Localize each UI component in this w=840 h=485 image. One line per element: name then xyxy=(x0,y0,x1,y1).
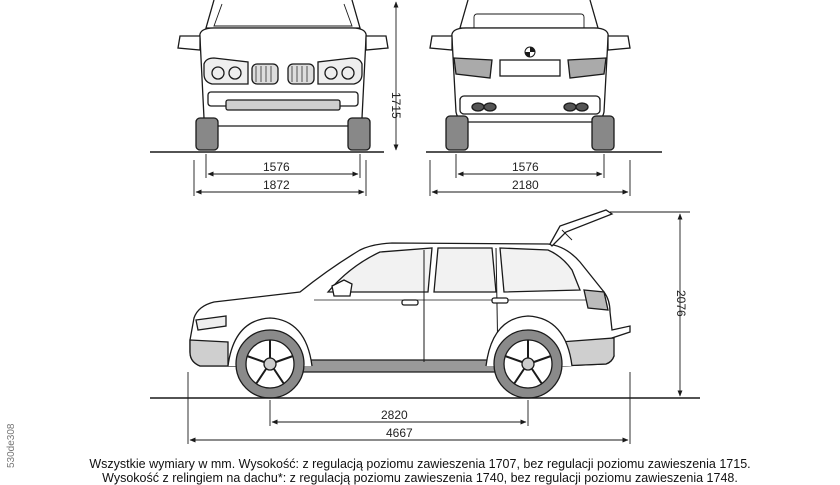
caption-line-2: Wysokość z relingiem na dachu*: z regula… xyxy=(102,471,738,485)
rear-dimension-lines xyxy=(429,154,631,196)
tailgate-height-label: 2076 xyxy=(674,290,688,317)
front-dimension-lines xyxy=(193,1,399,196)
rear-view xyxy=(429,0,631,151)
side-dimension-lines xyxy=(187,211,690,444)
bmw-logo-icon xyxy=(524,46,536,58)
front-wheel-icon xyxy=(235,329,305,399)
rear-track-label: 1576 xyxy=(512,160,539,174)
length-label: 4667 xyxy=(386,426,413,440)
front-width-label: 1872 xyxy=(263,178,290,192)
wheelbase-label: 2820 xyxy=(381,408,408,422)
caption-line-1: Wszystkie wymiary w mm. Wysokość: z regu… xyxy=(89,457,751,471)
height-label: 1715 xyxy=(389,92,403,119)
front-track-label: 1576 xyxy=(263,160,290,174)
front-view xyxy=(177,0,389,151)
rear-wheel-icon xyxy=(493,329,563,399)
rear-width-label: 2180 xyxy=(512,178,539,192)
